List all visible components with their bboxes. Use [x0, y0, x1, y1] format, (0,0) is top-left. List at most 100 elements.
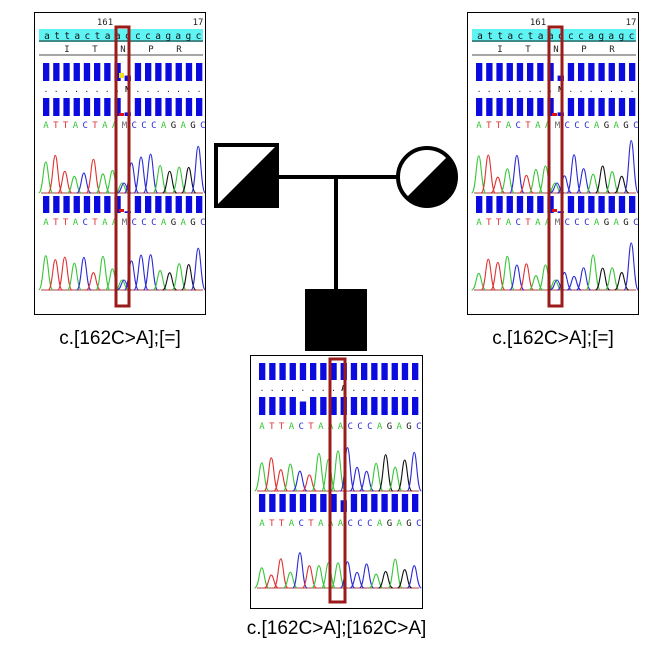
read2-trace-peak — [595, 267, 611, 291]
read1-trace-peak — [152, 164, 168, 194]
consensus-char: . — [372, 384, 377, 393]
read3-quality-bar — [104, 196, 111, 213]
reference-base: t — [528, 31, 534, 42]
base-call: A — [161, 218, 167, 228]
read1-trace-peak — [181, 166, 197, 194]
consensus-char: . — [331, 384, 336, 393]
read2-trace-peak — [339, 561, 356, 589]
read1-trace-peak — [387, 466, 403, 492]
read2-trace-peak — [152, 269, 168, 291]
consensus-char: . — [630, 85, 635, 94]
base-call: C — [200, 121, 205, 131]
read3-quality-bar — [401, 494, 409, 512]
amino-acid: N — [553, 45, 558, 55]
consensus-char: . — [64, 85, 69, 94]
read2-quality-bar — [618, 98, 626, 116]
read2-quality-bar — [598, 98, 605, 116]
read1-trace-peak — [397, 459, 413, 492]
base-call: C — [515, 121, 520, 131]
read2-trace-peak — [368, 573, 384, 589]
read1-quality-bar — [83, 63, 91, 81]
read1-quality-bar — [320, 363, 327, 380]
read1-quality-bar — [629, 63, 636, 81]
read2-quality-bar — [537, 98, 544, 116]
read1-trace-peak — [123, 162, 140, 194]
base-call: C — [82, 218, 87, 228]
consensus-char: . — [311, 384, 316, 393]
read2-quality-bar — [371, 397, 378, 415]
consensus-char: . — [135, 85, 140, 94]
read3-quality-bar — [496, 196, 503, 213]
read1-trace-peak — [519, 174, 534, 194]
variant-highlight-box — [547, 25, 564, 308]
base-call: A — [102, 121, 108, 131]
base-call: T — [496, 121, 502, 131]
read2-trace-peak — [254, 567, 270, 589]
read1-quality-bar — [94, 63, 101, 81]
base-call: A — [338, 519, 344, 529]
read1-trace-peak — [95, 173, 111, 194]
amino-acid: T — [525, 45, 531, 55]
reference-base: t — [64, 31, 70, 42]
read2-trace-peak — [273, 558, 289, 589]
base-call: A — [43, 218, 49, 228]
read3-quality-bar — [476, 196, 483, 213]
base-call: A — [161, 121, 167, 131]
position-label-left: 161 — [530, 18, 546, 28]
base-call: T — [525, 218, 531, 228]
read1-trace-peak — [254, 462, 270, 492]
read2-quality-bar — [63, 98, 70, 116]
base-call: C — [151, 218, 156, 228]
read1-quality-bar — [63, 63, 70, 81]
base-call: C — [416, 422, 421, 432]
base-call: A — [396, 422, 402, 432]
variant-highlight-box — [328, 357, 347, 604]
amino-acid: R — [609, 45, 615, 55]
consensus-char: . — [321, 384, 326, 393]
base-call: T — [63, 218, 69, 228]
base-call: C — [416, 519, 421, 529]
read2-quality-bar — [547, 98, 554, 116]
base-call: T — [525, 121, 531, 131]
read3-quality-bar — [94, 196, 101, 213]
read3-quality-bar — [391, 494, 398, 512]
reference-base: a — [105, 31, 111, 42]
base-call: A — [180, 121, 186, 131]
amino-acid: I — [497, 45, 502, 55]
read1-quality-bar — [608, 63, 615, 81]
read2-quality-bar — [145, 98, 152, 116]
read1-trace-peak — [311, 452, 327, 492]
amino-acid: T — [92, 45, 98, 55]
base-call: C — [131, 121, 136, 131]
base-call: C — [564, 218, 569, 228]
read3-quality-bar — [381, 494, 388, 512]
read1-quality-bar — [73, 63, 80, 81]
read3-quality-bar — [289, 494, 296, 512]
child-symbol — [305, 289, 367, 351]
read2-trace-peak — [311, 565, 327, 589]
read1-quality-bar — [134, 63, 142, 81]
read2-trace-peak — [320, 562, 337, 589]
read2-trace-peak — [499, 255, 516, 291]
read3-quality-bar — [165, 196, 172, 213]
read2-quality-bar — [104, 98, 111, 116]
read1-trace-peak — [85, 158, 102, 194]
read1-quality-bar — [299, 363, 307, 380]
base-call: G — [604, 121, 609, 131]
base-call: A — [613, 121, 619, 131]
base-call: A — [338, 422, 344, 432]
read3-quality-bar — [63, 196, 70, 213]
read1-quality-bar — [412, 363, 419, 380]
reference-base: c — [629, 31, 635, 42]
read1-quality-bar — [114, 63, 121, 81]
read1-trace-peak — [190, 145, 205, 194]
base-call: M — [122, 121, 128, 131]
read2-quality-bar — [391, 397, 398, 415]
read2-quality-bar — [476, 98, 483, 116]
read2-quality-bar — [350, 397, 358, 415]
read3-quality-bar — [43, 196, 50, 213]
read2-quality-bar — [320, 397, 327, 415]
base-call: T — [92, 218, 98, 228]
